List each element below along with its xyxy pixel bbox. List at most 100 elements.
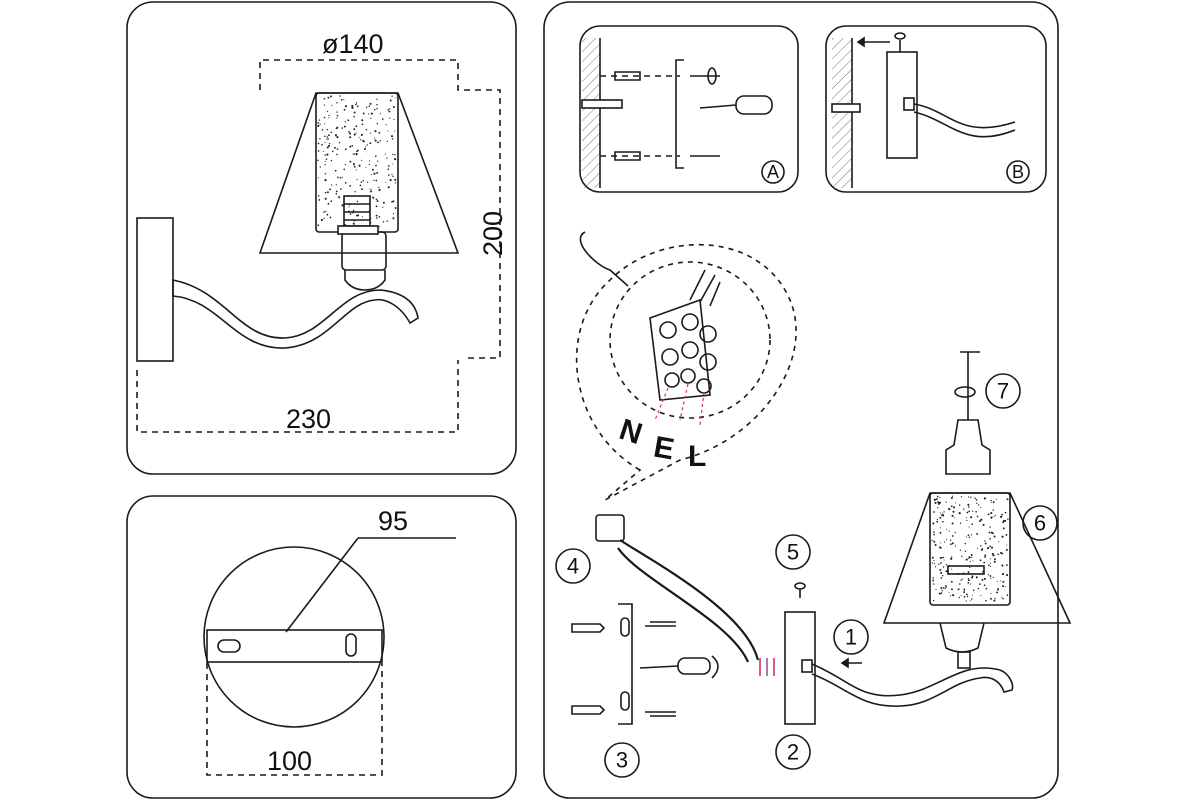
texture-dot [364, 148, 366, 150]
texture-dot [951, 568, 953, 570]
texture-dot [959, 583, 961, 585]
texture-dot [323, 97, 326, 100]
texture-dot [933, 583, 935, 585]
texture-dot [996, 498, 998, 500]
texture-dot [989, 575, 992, 577]
texture-dot [372, 196, 375, 199]
texture-dot [957, 572, 960, 575]
texture-dot [392, 217, 395, 220]
texture-dot [373, 179, 375, 182]
texture-dot [990, 531, 993, 534]
texture-dot [950, 497, 953, 499]
texture-dot [330, 159, 333, 162]
texture-dot [963, 596, 966, 598]
texture-dot [324, 163, 326, 166]
texture-dot [961, 555, 963, 558]
texture-dot [324, 191, 327, 194]
texture-dot [971, 576, 974, 579]
texture-dot [981, 572, 983, 574]
texture-dot [968, 526, 970, 528]
texture-dot [994, 597, 996, 600]
texture-dot [945, 528, 947, 530]
texture-dot [317, 177, 319, 179]
texture-dot [327, 202, 330, 205]
texture-dot [336, 101, 338, 104]
texture-dot [335, 193, 337, 195]
texture-dot [347, 119, 350, 122]
texture-dot [376, 141, 379, 143]
texture-dot [936, 520, 939, 523]
texture-dot [376, 122, 379, 125]
texture-dot [945, 564, 948, 566]
texture-dot [963, 508, 965, 510]
texture-dot [932, 577, 934, 579]
texture-dot [322, 150, 324, 152]
texture-dot [392, 153, 394, 156]
texture-dot [369, 102, 372, 105]
texture-dot [324, 179, 327, 182]
texture-dot [378, 131, 381, 134]
texture-dot [388, 165, 390, 167]
texture-dot [948, 508, 951, 511]
texture-dot [331, 104, 333, 106]
texture-dot [388, 110, 391, 113]
texture-dot [977, 587, 980, 590]
texture-dot [964, 550, 967, 552]
texture-dot [938, 563, 940, 566]
texture-dot [969, 560, 971, 563]
texture-dot [349, 213, 352, 215]
texture-dot [948, 530, 950, 532]
texture-dot [985, 587, 988, 590]
texture-dot [392, 175, 394, 178]
texture-dot [382, 201, 385, 204]
texture-dot [933, 560, 935, 562]
texture-dot [965, 558, 968, 561]
texture-dot [993, 516, 995, 518]
texture-dot [362, 112, 365, 115]
texture-dot [394, 158, 397, 161]
texture-dot [1000, 515, 1003, 518]
texture-dot [993, 560, 996, 563]
texture-dot [370, 188, 372, 190]
texture-dot [391, 201, 393, 203]
texture-dot [387, 130, 389, 132]
texture-dot [978, 520, 981, 523]
mounting-hardware [571, 603, 719, 725]
texture-dot [934, 544, 937, 546]
texture-dot [985, 599, 987, 602]
texture-dot [954, 517, 955, 519]
texture-dot [351, 144, 354, 147]
texture-dot [375, 164, 377, 167]
texture-dot [940, 571, 943, 575]
texture-dot [355, 104, 357, 106]
texture-dot [945, 570, 948, 573]
texture-dot [990, 598, 992, 600]
texture-dot [942, 586, 945, 589]
texture-dot [367, 181, 369, 184]
texture-dot [997, 553, 999, 556]
texture-dot [351, 106, 354, 109]
texture-dot [935, 588, 937, 590]
texture-dot [339, 95, 341, 97]
texture-dot [326, 136, 329, 138]
texture-dot [371, 168, 374, 171]
texture-dot [970, 600, 972, 602]
texture-dot [1002, 527, 1005, 530]
texture-dot [939, 547, 942, 549]
texture-dot [980, 548, 983, 551]
texture-dot [966, 511, 969, 514]
texture-dot [348, 130, 350, 133]
texture-dot [941, 574, 944, 577]
texture-dot [952, 594, 955, 597]
texture-dot [970, 534, 973, 536]
texture-dot [335, 127, 338, 130]
texture-dot [353, 133, 356, 136]
texture-dot [966, 593, 968, 596]
texture-dot [388, 174, 390, 176]
texture-dot [944, 587, 947, 589]
texture-dot [394, 154, 396, 156]
texture-dot [979, 559, 982, 562]
texture-dot [964, 542, 967, 545]
texture-dot [987, 574, 990, 576]
texture-dot [950, 557, 953, 560]
